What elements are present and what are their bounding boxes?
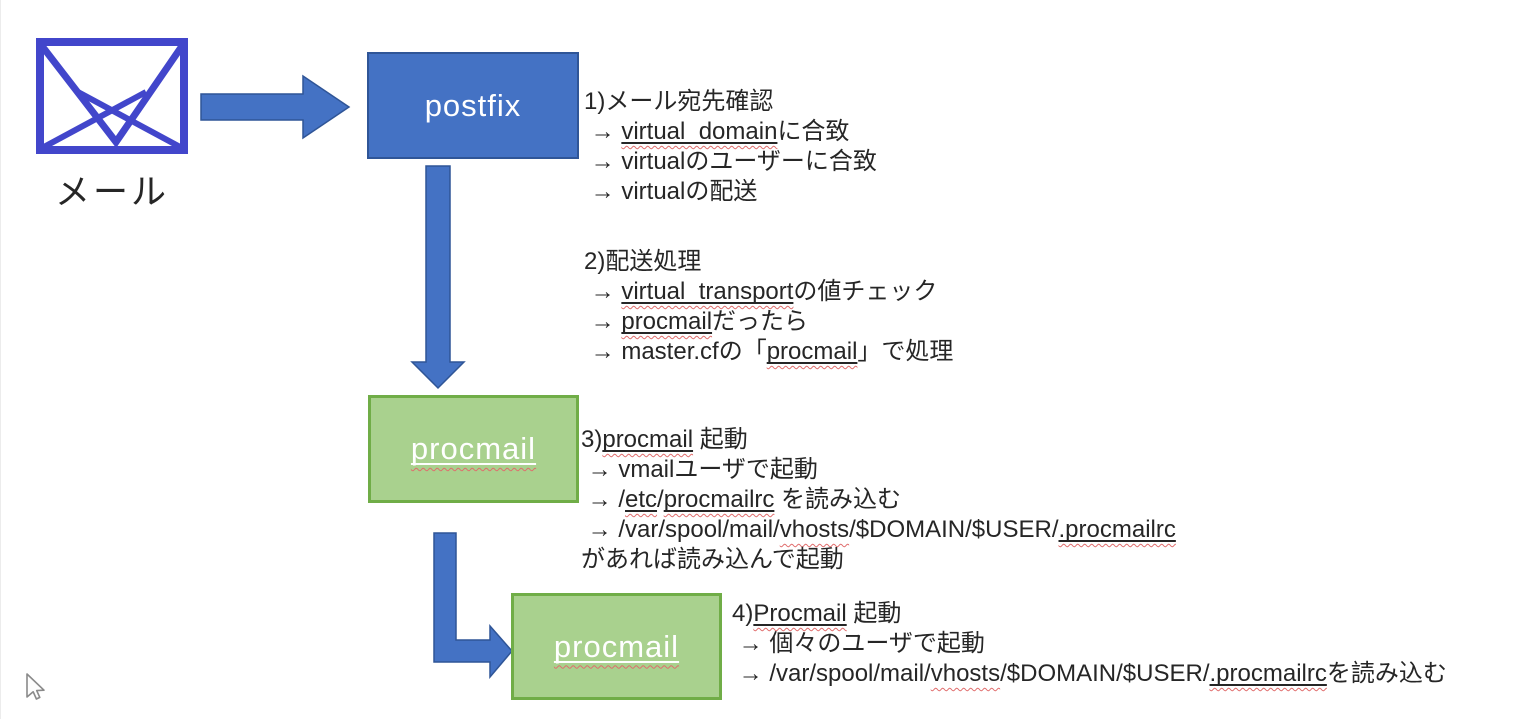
- note-line: → virtual_domainに合致: [584, 118, 850, 145]
- note-line: → virtual_transportの値チェック: [584, 278, 938, 305]
- postfix-box: postfix: [367, 52, 579, 159]
- note-line: 2)配送処理: [584, 248, 702, 275]
- mail-label: メール: [54, 173, 169, 212]
- note-line: → /etc/procmailrc を読み込む: [581, 486, 902, 513]
- note-line: → procmailだったら: [584, 308, 809, 335]
- note-line: → virtualの配送: [584, 178, 758, 205]
- mouse-cursor-icon: [26, 673, 45, 700]
- note-delivery-processing: 2)配送処理 → virtual_transportの値チェック → procm…: [584, 247, 953, 367]
- note-mail-destination-check: 1)メール宛先確認 → virtual_domainに合致 → virtualの…: [584, 87, 877, 207]
- mail-envelope-icon: [36, 38, 188, 154]
- note-line: → /var/spool/mail/vhosts/$DOMAIN/$USER/.…: [581, 516, 1176, 543]
- note-line: → 個々のユーザで起動: [732, 630, 985, 657]
- note-procmail-start: 3)procmail 起動 → vmailユーザで起動 → /etc/procm…: [581, 425, 1176, 575]
- postfix-box-label: postfix: [424, 87, 522, 123]
- procmail-lower-box: procmail: [511, 593, 722, 700]
- arrow-down-icon: [410, 165, 466, 390]
- note-line: → vmailユーザで起動: [581, 456, 818, 483]
- note-procmail-user-start: 4)Procmail 起動 → 個々のユーザで起動 → /var/spool/m…: [732, 599, 1447, 689]
- note-line: 3)procmail 起動: [581, 426, 748, 453]
- procmail-upper-box-label: procmail: [410, 431, 537, 466]
- arrow-elbow-icon: [433, 532, 513, 679]
- procmail-upper-box: procmail: [368, 395, 579, 503]
- note-line: 4)Procmail 起動: [732, 600, 902, 627]
- note-line: → master.cfの「procmail」で処理: [584, 338, 954, 365]
- procmail-lower-box-label: procmail: [553, 628, 680, 664]
- note-line: があれば読み込んで起動: [581, 546, 844, 573]
- note-line: 1)メール宛先確認: [584, 88, 774, 115]
- note-line: → virtualのユーザーに合致: [584, 148, 877, 175]
- arrow-right-icon: [200, 74, 351, 140]
- note-line: → /var/spool/mail/vhosts/$DOMAIN/$USER/.…: [732, 660, 1447, 687]
